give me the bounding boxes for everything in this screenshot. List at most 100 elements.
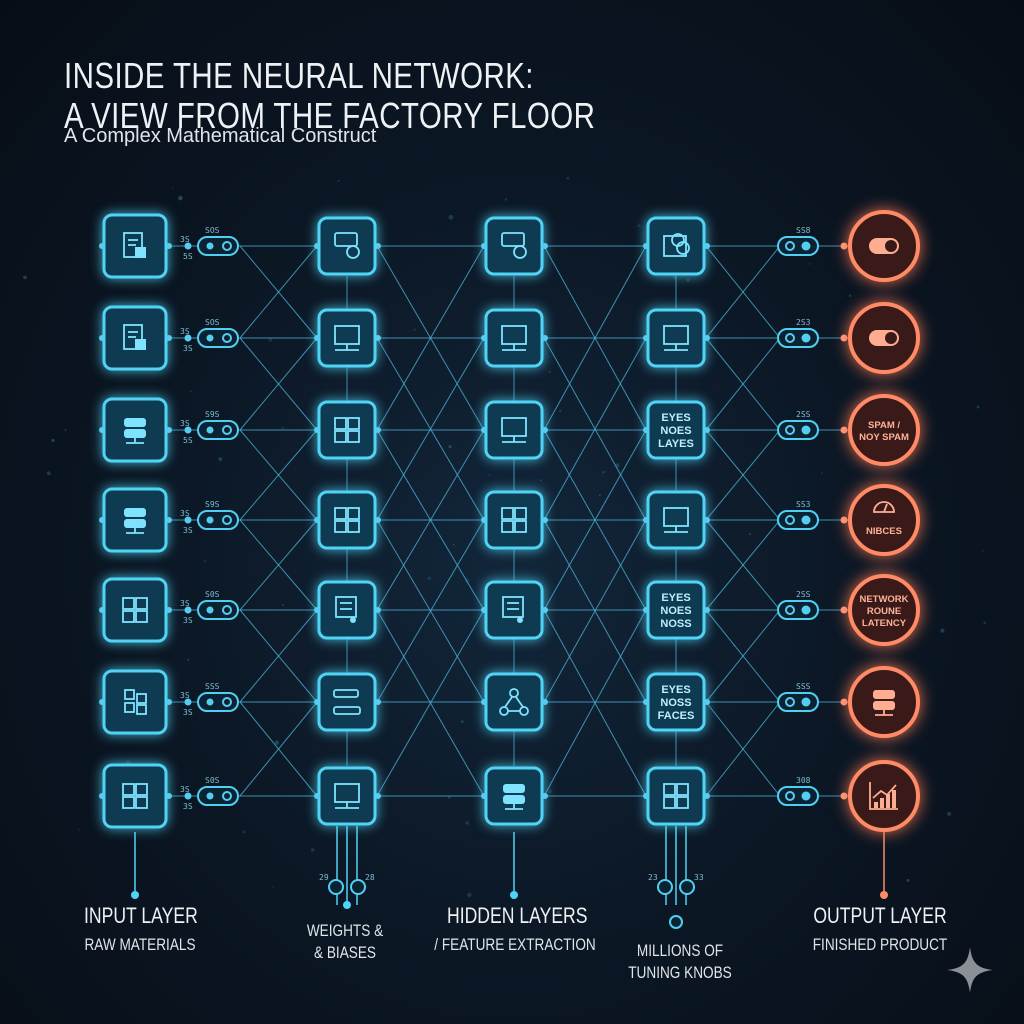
weights-label-line-2: & BIASES [314, 943, 376, 962]
join-dot [481, 427, 487, 433]
hidden-node-box [484, 672, 544, 732]
join-dot [375, 427, 381, 433]
particle [598, 494, 601, 497]
connector-label: 3S [183, 344, 193, 353]
connection-line [239, 519, 318, 611]
particle [448, 214, 454, 220]
image-grid-icon [663, 796, 676, 809]
particle [947, 811, 952, 816]
particle [281, 426, 285, 430]
input-layer-subtitle: RAW MATERIALS [84, 935, 196, 954]
output-node-ring [848, 574, 920, 646]
connector-dot [184, 426, 192, 434]
input-layer-title: INPUT LAYER [84, 903, 198, 928]
connection-line [239, 337, 318, 431]
particle [547, 789, 553, 794]
image-grid-icon [135, 783, 148, 796]
connection-line [376, 245, 485, 431]
database-icon [124, 519, 146, 528]
particle [748, 532, 752, 536]
join-dot [704, 427, 710, 433]
input-node [102, 577, 168, 643]
connector-gear [801, 515, 811, 525]
connector-gear [222, 515, 232, 525]
layout-grid-icon [501, 507, 514, 520]
connector-gear [801, 241, 811, 251]
particle [427, 576, 432, 581]
join-dot [314, 335, 320, 341]
stem-dot [510, 891, 518, 899]
server-icon [503, 795, 525, 804]
connection-line [705, 519, 781, 611]
title-line-1: INSIDE THE NEURAL NETWORK: [64, 55, 534, 96]
weights-node [317, 308, 377, 368]
connector-gear [801, 697, 811, 707]
connector-label: 3S [180, 785, 190, 794]
connector-dot [840, 698, 848, 706]
connection-line [376, 429, 485, 611]
particle [465, 821, 469, 825]
connector-label: SSS [205, 682, 220, 691]
dashboard-grid-icon [135, 610, 148, 623]
hierarchy-icon [509, 688, 519, 698]
join-dot [643, 607, 649, 613]
knob-label: 23 [648, 873, 658, 882]
hidden-node [484, 490, 544, 550]
image-grid-icon [334, 507, 347, 520]
knob-label: 29 [319, 873, 329, 882]
node-text: EYES [661, 684, 690, 696]
join-dot [99, 699, 105, 705]
dashboard-grid-icon [122, 597, 135, 610]
output-node [848, 666, 920, 738]
particle [686, 278, 690, 282]
connection-line [543, 609, 647, 797]
join-dot [166, 335, 172, 341]
particle [983, 621, 987, 625]
checklist-icon [350, 617, 356, 623]
weights-node [317, 672, 377, 732]
join-dot [99, 793, 105, 799]
join-dot [166, 699, 172, 705]
connector-label: SS3 [796, 500, 811, 509]
particle [413, 328, 417, 332]
particle [274, 740, 280, 745]
layout-grid-icon [514, 507, 527, 520]
hidden-node [484, 400, 544, 460]
connector-dot [840, 334, 848, 342]
input-node-box [102, 577, 168, 643]
particle [556, 910, 560, 915]
connector-dot [840, 242, 848, 250]
connector-label: 2SS [796, 590, 811, 599]
hidden-layers-subtitle: / FEATURE EXTRACTION [434, 935, 596, 954]
connector-dot [840, 606, 848, 614]
join-dot [375, 243, 381, 249]
tuning-knobs-label: MILLIONS OF TUNING KNOBS [620, 940, 740, 984]
database-icon [124, 429, 146, 438]
join-dot [481, 793, 487, 799]
particle [51, 438, 55, 443]
knobs-node [646, 216, 706, 276]
weights-node-box [317, 400, 377, 460]
weights-node [317, 216, 377, 276]
weights-node-box [317, 672, 377, 732]
particle [548, 370, 552, 374]
connector-dot [184, 792, 192, 800]
layout-grid-icon [514, 520, 527, 533]
connector-label: 3S [183, 708, 193, 717]
particle [242, 830, 246, 834]
particle [448, 445, 452, 449]
node-text: EYES [661, 592, 690, 604]
server-icon [873, 701, 895, 710]
join-dot [704, 607, 710, 613]
join-dot [314, 517, 320, 523]
join-dot [542, 243, 548, 249]
image-grid-icon [676, 796, 689, 809]
connector-dot [840, 792, 848, 800]
connector-label: S0S [205, 776, 220, 785]
particle [976, 405, 980, 409]
join-dot [99, 517, 105, 523]
connector-dot [840, 516, 848, 524]
document-settings-icon [135, 247, 146, 258]
join-dot [542, 607, 548, 613]
